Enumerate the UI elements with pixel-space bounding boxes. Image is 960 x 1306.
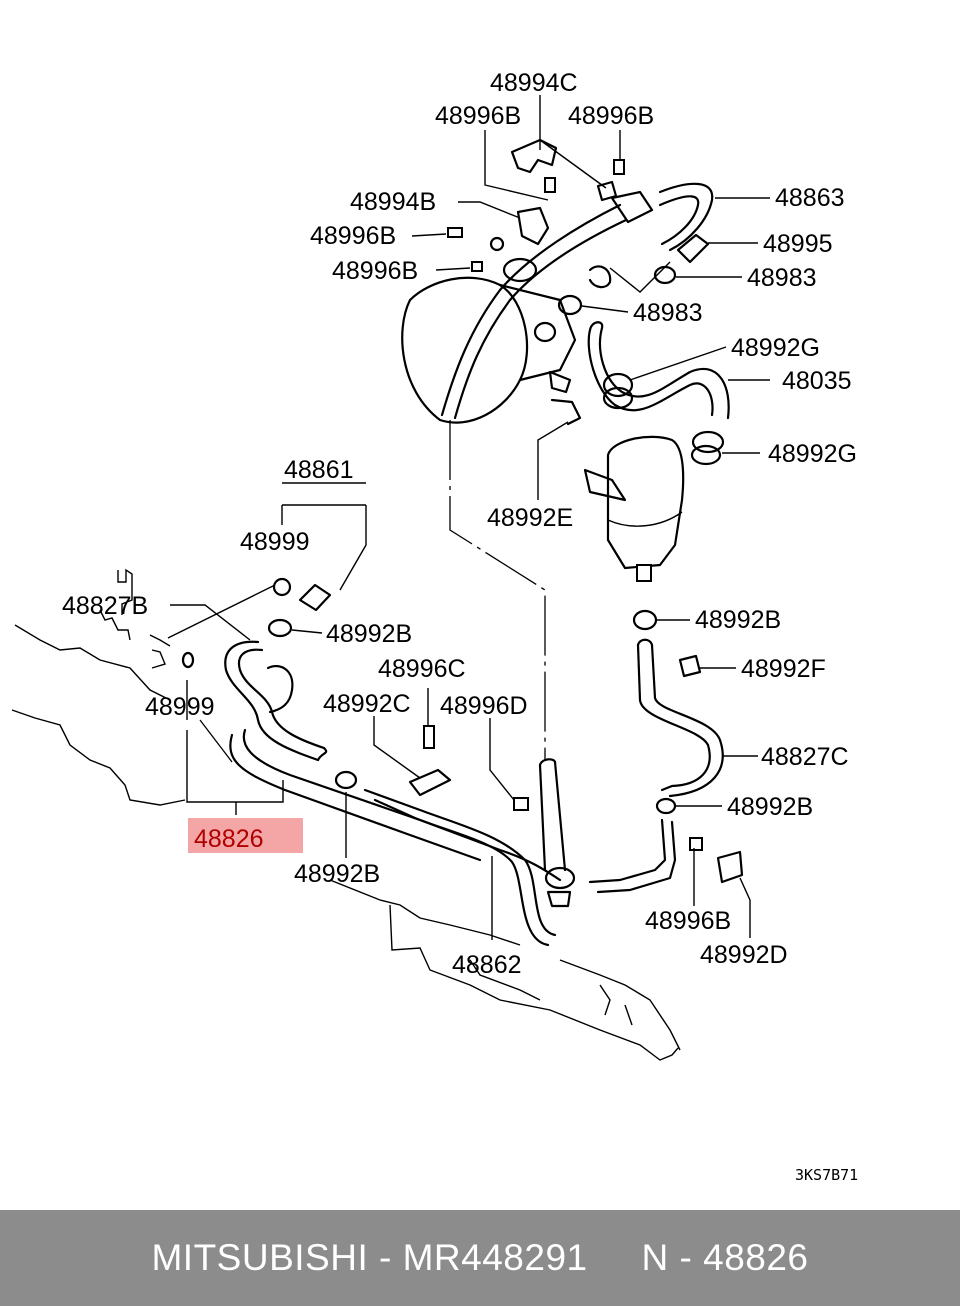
hose-48861 (181, 577, 358, 790)
hose-48863 (440, 182, 714, 420)
label-48996B: 48996B (568, 102, 654, 130)
label-48992B: 48992B (695, 606, 781, 634)
label-48992F: 48992F (741, 655, 826, 683)
label-48863: 48863 (775, 184, 845, 212)
highlight-box (188, 818, 303, 853)
label-48983: 48983 (633, 299, 703, 327)
label-48992D: 48992D (700, 941, 788, 969)
part-number-caption: MITSUBISHI - MR448291 N - 48826 (151, 1237, 809, 1278)
label-48992E: 48992E (487, 504, 573, 532)
hose-48827C (632, 609, 724, 815)
label-48827C: 48827C (761, 743, 849, 771)
label-48992B: 48992B (326, 620, 412, 648)
label-48035: 48035 (782, 367, 852, 395)
label-48996B: 48996B (435, 102, 521, 130)
label-48992B: 48992B (294, 860, 380, 888)
parts-diagram: 48994C 48996B 48996B 48863 48994B 48996B… (11, 69, 858, 1184)
bracket-48994C (510, 138, 625, 202)
steering-gear-outline (11, 568, 681, 1061)
figure-code: 3KS7B71 (795, 1166, 858, 1184)
label-48994B: 48994B (350, 188, 436, 216)
label-48995: 48995 (763, 230, 833, 258)
label-48994C: 48994C (490, 69, 578, 97)
centerline-2 (199, 719, 233, 763)
label-48999: 48999 (240, 528, 310, 556)
label-48996D: 48996D (440, 692, 528, 720)
clip-48992C (408, 725, 452, 797)
label-48996B: 48996B (310, 222, 396, 250)
label-48862: 48862 (452, 951, 522, 979)
label-48826: 48826 (194, 825, 264, 853)
bolt-48996D (513, 797, 529, 811)
label-48861: 48861 (284, 456, 354, 484)
label-48992G: 48992G (768, 440, 857, 468)
label-48996B: 48996B (645, 907, 731, 935)
centerline-1 (449, 420, 546, 760)
hose-vertical (538, 758, 576, 908)
label-48983: 48983 (747, 264, 817, 292)
footer-bar: MITSUBISHI - MR448291 N - 48826 (0, 1210, 960, 1306)
bracket-48994B (447, 206, 550, 272)
label-48992B: 48992B (727, 793, 813, 821)
leader-lines (167, 95, 770, 940)
label-48992C: 48992C (323, 690, 411, 718)
bracket-48992D (689, 837, 744, 884)
label-48996B: 48996B (332, 257, 418, 285)
hose-48035 (550, 321, 730, 466)
label-48999: 48999 (145, 693, 215, 721)
label-48827B: 48827B (62, 592, 148, 620)
hose-48826 (224, 640, 328, 762)
oil-pump-body (401, 276, 577, 424)
part-labels: 48994C 48996B 48996B 48863 48994B 48996B… (62, 69, 858, 1184)
label-48996C: 48996C (378, 655, 466, 683)
label-48992G: 48992G (731, 334, 820, 362)
reservoir-tank (583, 435, 685, 582)
